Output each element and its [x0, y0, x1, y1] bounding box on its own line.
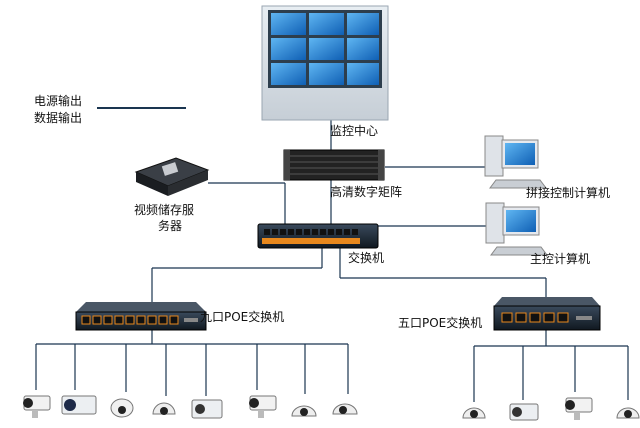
ip-camera-icon — [152, 402, 176, 415]
network-switch-icon — [75, 302, 207, 331]
ip-camera-icon — [509, 403, 539, 421]
splicing-control-computer-label: 拼接控制计算机 — [526, 186, 611, 200]
main-switch-label: 交换机 — [348, 251, 385, 265]
nine-port-poe-switch-label: 九口POE交换机 — [200, 310, 285, 324]
network-switch-icon — [493, 297, 601, 331]
ip-camera-icon — [462, 407, 486, 419]
connection-lines — [35, 120, 629, 402]
network-switch-icon — [257, 223, 379, 249]
ip-camera-icon — [616, 407, 640, 419]
monitoring-center-label: 监控中心 — [330, 124, 379, 138]
ip-camera-icon — [191, 399, 223, 419]
ip-camera-icon — [61, 395, 97, 415]
five-port-poe-switch-label: 五口POE交换机 — [398, 316, 483, 330]
video-wall-icon — [261, 5, 389, 121]
desktop-computer-icon — [484, 135, 547, 189]
legend-power-output-label: 电源输出 — [34, 94, 83, 108]
hd-matrix-label: 高清数字矩阵 — [330, 185, 403, 199]
master-control-computer-label: 主控计算机 — [530, 252, 591, 266]
ip-camera-icon — [249, 395, 277, 418]
ip-camera-icon — [332, 403, 358, 415]
ip-camera-icon — [565, 397, 593, 420]
legend-data-output-label: 数据输出 — [34, 111, 83, 125]
ip-camera-icon — [23, 395, 51, 418]
ip-camera-icon — [110, 398, 134, 418]
nvr-server-icon — [134, 157, 210, 196]
desktop-computer-icon — [485, 202, 548, 256]
rack-matrix-icon — [283, 149, 385, 181]
video-storage-server-label-line1: 视频储存服 — [134, 203, 195, 217]
ip-camera-icon — [291, 405, 317, 417]
video-storage-server-label-line2: 务器 — [158, 219, 183, 233]
